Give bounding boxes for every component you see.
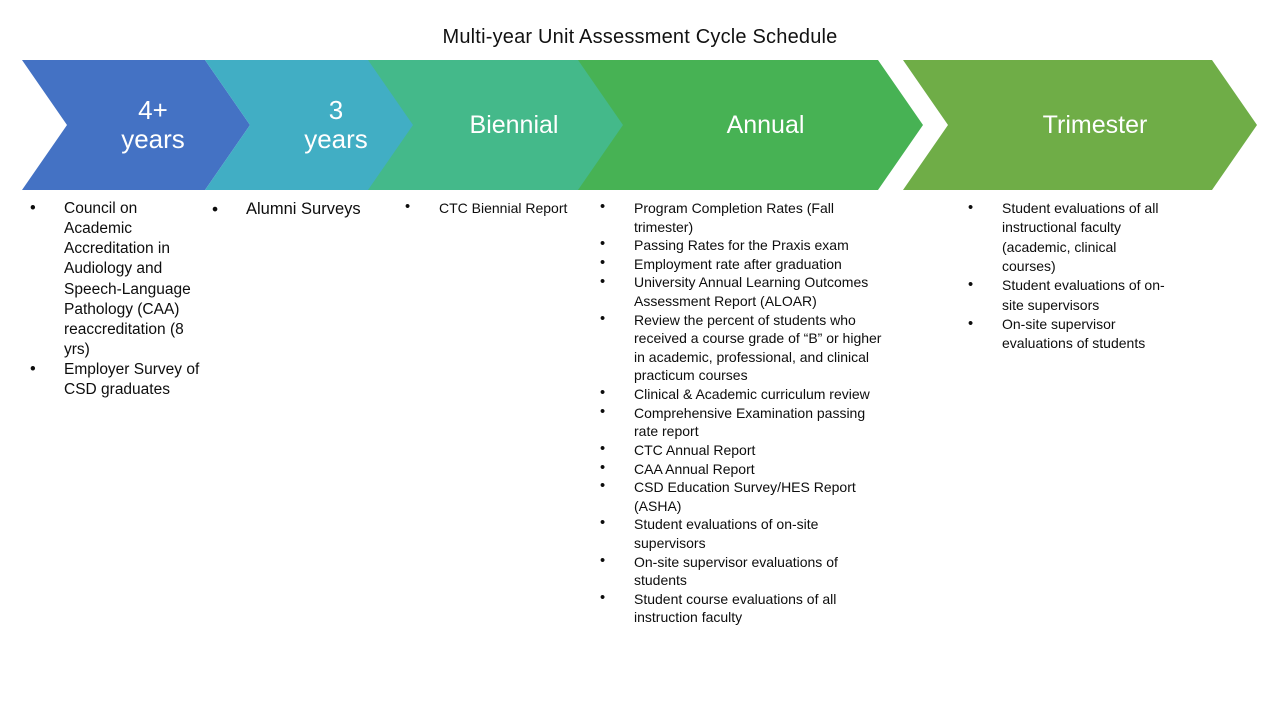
list-item: CSD Education Survey/HES Report (ASHA) bbox=[600, 477, 885, 515]
bullet-list-annual: Program Completion Rates (Fall trimester… bbox=[600, 198, 885, 627]
list-item: Employment rate after graduation bbox=[600, 254, 885, 274]
bullet-list-3-years: Alumni Surveys bbox=[212, 198, 382, 221]
list-item: University Annual Learning Outcomes Asse… bbox=[600, 273, 885, 310]
bullet-list-trimester: Student evaluations of all instructional… bbox=[968, 198, 1168, 354]
list-item: Passing Rates for the Praxis exam bbox=[600, 235, 885, 255]
chevron-4-plus-years[interactable]: 4+ years bbox=[22, 60, 250, 190]
list-item: Student evaluations of on-site superviso… bbox=[968, 275, 1168, 315]
list-item: Council on Academic Accreditation in Aud… bbox=[30, 198, 205, 360]
bullet-column-trimester: Student evaluations of all instructional… bbox=[968, 198, 1168, 354]
list-item: CTC Biennial Report bbox=[405, 198, 585, 218]
list-item: Program Completion Rates (Fall trimester… bbox=[600, 198, 885, 236]
bullet-column-4-plus-years: Council on Academic Accreditation in Aud… bbox=[30, 198, 205, 400]
bullet-column-3-years: Alumni Surveys bbox=[212, 198, 382, 221]
list-item: CAA Annual Report bbox=[600, 459, 885, 479]
chevron-label-3-years: 3 years bbox=[304, 94, 368, 154]
bullet-list-4-plus-years: Council on Academic Accreditation in Aud… bbox=[30, 198, 205, 400]
list-item: CTC Annual Report bbox=[600, 440, 885, 460]
chevron-label-4-plus-years: 4+ years bbox=[121, 94, 185, 154]
chevron-biennial[interactable]: Biennial bbox=[368, 60, 630, 190]
chevron-trimester[interactable]: Trimester bbox=[903, 60, 1257, 190]
chevron-label-trimester: Trimester bbox=[1042, 111, 1148, 139]
list-item: Clinical & Academic curriculum review bbox=[600, 384, 885, 404]
list-item: Student course evaluations of all instru… bbox=[600, 589, 885, 627]
list-item: Student evaluations of all instructional… bbox=[968, 198, 1168, 276]
bullet-list-biennial: CTC Biennial Report bbox=[405, 198, 585, 218]
chevron-annual[interactable]: Annual bbox=[578, 60, 923, 190]
chevron-label-annual: Annual bbox=[726, 111, 805, 139]
list-item: On-site supervisor evaluations of studen… bbox=[968, 314, 1168, 354]
chevron-label-biennial: Biennial bbox=[469, 111, 559, 139]
list-item: Student evaluations of on-site superviso… bbox=[600, 514, 885, 552]
process-chevron-band: 4+ years 3 years Biennial Annual Trimester bbox=[0, 60, 1280, 190]
page-title: Multi-year Unit Assessment Cycle Schedul… bbox=[442, 26, 838, 48]
list-item: Comprehensive Examination passing rate r… bbox=[600, 403, 885, 441]
bullet-column-biennial: CTC Biennial Report bbox=[405, 198, 585, 218]
list-item: On-site supervisor evaluations of studen… bbox=[600, 552, 885, 590]
list-item: Alumni Surveys bbox=[212, 198, 382, 221]
bullet-column-annual: Program Completion Rates (Fall trimester… bbox=[600, 198, 885, 627]
list-item: Review the percent of students who recei… bbox=[600, 310, 885, 385]
list-item: Employer Survey of CSD graduates bbox=[30, 359, 205, 400]
